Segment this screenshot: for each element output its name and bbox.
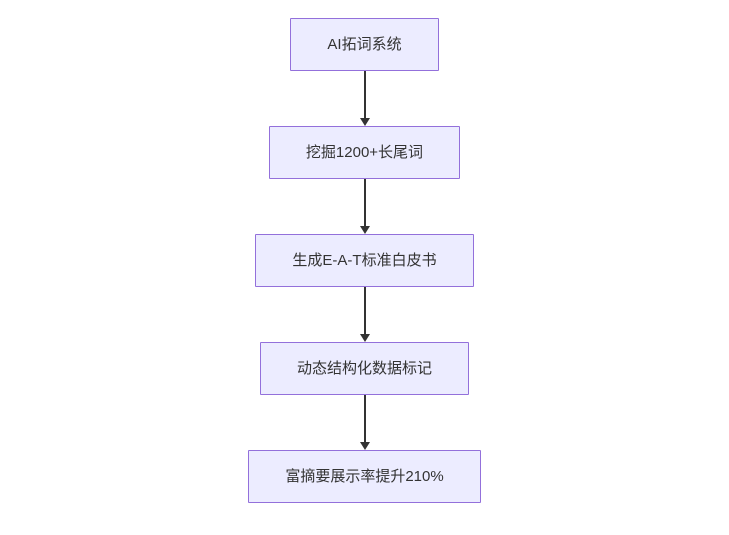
arrow-line [363,71,366,118]
arrow-down-icon [359,334,370,342]
flowchart-node-ai-word-system: AI拓词系统 [290,18,439,71]
flowchart-edge-3 [359,287,370,342]
flowchart-edge-2 [359,179,370,234]
arrow-line [363,179,366,226]
arrow-down-icon [359,442,370,450]
flowchart-edge-1 [359,71,370,126]
flowchart-node-longtail-mining: 挖掘1200+长尾词 [268,126,461,179]
arrow-down-icon [359,226,370,234]
flowchart-node-rich-snippet-uplift: 富摘要展示率提升210% [248,450,481,503]
flowchart-edge-4 [359,395,370,450]
arrow-line [363,287,366,334]
flowchart-node-eat-whitepaper: 生成E-A-T标准白皮书 [255,234,474,287]
arrow-line [363,395,366,442]
arrow-down-icon [359,118,370,126]
flowchart-node-structured-data-markup: 动态结构化数据标记 [259,342,469,395]
